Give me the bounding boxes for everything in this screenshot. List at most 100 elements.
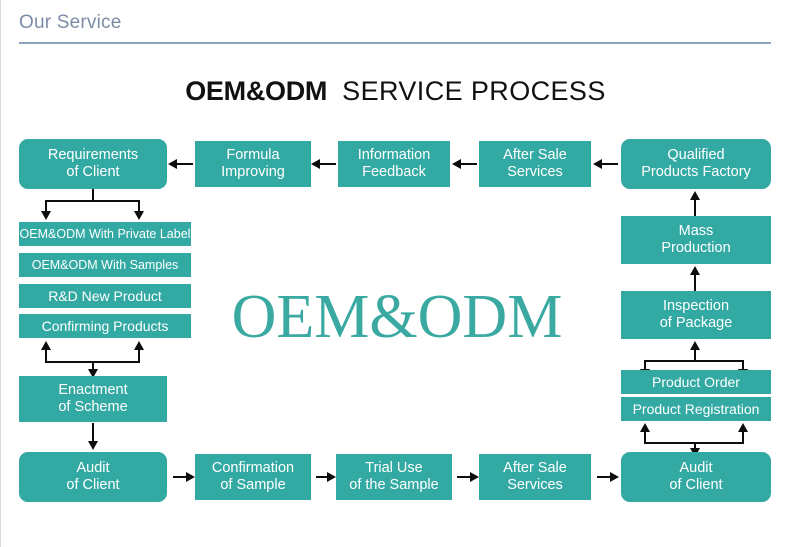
arrow-up-icon [41,341,51,350]
connector-line [457,476,471,478]
node-line-1: Trial Use [365,459,423,476]
node-enactment-of-scheme[interactable]: Enactment of Scheme [19,376,167,422]
connector-line [316,476,329,478]
arrow-right-icon [470,472,479,482]
connector-line [644,360,646,371]
node-label: Product Registration [632,400,760,417]
node-label: Product Order [652,373,740,390]
process-title-strong: OEM&ODM [185,76,328,106]
node-confirmation-of-sample[interactable]: Confirmation of Sample [195,454,311,500]
arrow-down-icon [88,441,98,450]
arrow-up-icon [690,341,700,350]
node-formula-improving[interactable]: Formula Improving [195,141,311,187]
section-header: Our Service [19,10,771,44]
node-audit-of-client-right[interactable]: Audit of Client [621,452,771,502]
node-line-1: Confirmation [211,459,295,476]
arrow-right-icon [610,472,619,482]
connector-line [138,200,140,213]
connector-line [644,360,744,362]
arrow-up-icon [690,266,700,275]
arrow-left-icon [168,159,177,169]
node-requirements-of-client[interactable]: Requirements of Client [19,139,167,189]
node-line-1: Audit [76,459,110,476]
connector-line [694,200,696,218]
node-trial-use-of-the-sample[interactable]: Trial Use of the Sample [336,454,452,500]
connector-line [320,163,336,165]
node-line-2: Services [507,164,563,180]
arrow-left-icon [593,159,602,169]
node-line-1: Inspection [662,297,730,314]
node-rd-new-product[interactable]: R&D New Product [19,284,191,308]
arrow-up-icon [640,423,650,432]
node-line-1: Information [357,146,431,163]
node-label: R&D New Product [48,287,162,304]
connector-line [92,423,94,443]
node-audit-of-client-left[interactable]: Audit of Client [19,452,167,502]
header-divider [19,42,771,44]
connector-line [694,350,696,362]
node-line-2: of Client [66,477,120,493]
node-line-1: Enactment [58,381,128,398]
page-title: Our Service [19,12,122,33]
connector-line [45,200,47,213]
process-title-light: SERVICE PROCESS [342,76,606,106]
node-line-1: After Sale [503,146,567,163]
node-line-2: of the Sample [349,477,439,493]
node-line-2: of Scheme [58,399,128,415]
arrow-up-icon [134,341,144,350]
arrow-down-icon [134,211,144,220]
node-mass-production[interactable]: Mass Production [621,216,771,264]
connector-line [92,189,94,201]
node-label: OEM&ODM With Samples [31,257,179,272]
node-oem-odm-private-label[interactable]: OEM&ODM With Private Label [19,222,191,246]
node-line-1: Qualified [667,146,725,163]
node-line-2: of Sample [220,477,286,493]
center-wordmark: OEM&ODM [231,283,563,351]
node-line-2: Improving [221,164,285,180]
arrow-up-icon [738,423,748,432]
connector-line [602,163,618,165]
node-line-1: Requirements [47,146,139,163]
arrow-right-icon [327,472,336,482]
arrow-left-icon [452,159,461,169]
node-product-registration[interactable]: Product Registration [621,397,771,421]
connector-line [45,350,47,362]
node-line-2: of Package [659,315,733,331]
node-inspection-of-package[interactable]: Inspection of Package [621,291,771,339]
arrow-down-icon [41,211,51,220]
connector-line [742,360,744,371]
node-line-2: Services [507,477,563,493]
arrow-down-icon [88,369,98,378]
node-oem-odm-with-samples[interactable]: OEM&ODM With Samples [19,253,191,277]
node-label: OEM&ODM With Private Label [19,226,191,241]
node-line-1: Mass [678,222,714,239]
connector-line [138,350,140,362]
process-title: OEM&ODM SERVICE PROCESS [1,74,789,108]
node-line-1: Audit [679,459,713,476]
connector-line [694,442,696,450]
node-line-2: Feedback [362,164,426,180]
node-line-2: of Client [66,164,120,180]
node-after-sale-services-bottom[interactable]: After Sale Services [479,454,591,500]
connector-line [92,361,94,371]
node-line-2: of Client [669,477,723,493]
arrow-up-icon [690,191,700,200]
node-line-1: Formula [226,146,280,163]
node-line-2: Products Factory [641,164,751,180]
node-product-order[interactable]: Product Order [621,370,771,394]
connector-line [597,476,611,478]
connector-line [742,432,744,443]
connector-line [45,200,140,202]
arrow-left-icon [311,159,320,169]
connector-line [694,275,696,293]
connector-line [173,476,187,478]
node-label: Confirming Products [41,317,169,334]
node-after-sale-services-top[interactable]: After Sale Services [479,141,591,187]
node-line-1: After Sale [503,459,567,476]
node-line-2: Production [661,240,731,256]
node-qualified-products-factory[interactable]: Qualified Products Factory [621,139,771,189]
node-information-feedback[interactable]: Information Feedback [338,141,450,187]
connector-line [461,163,477,165]
node-confirming-products[interactable]: Confirming Products [19,314,191,338]
